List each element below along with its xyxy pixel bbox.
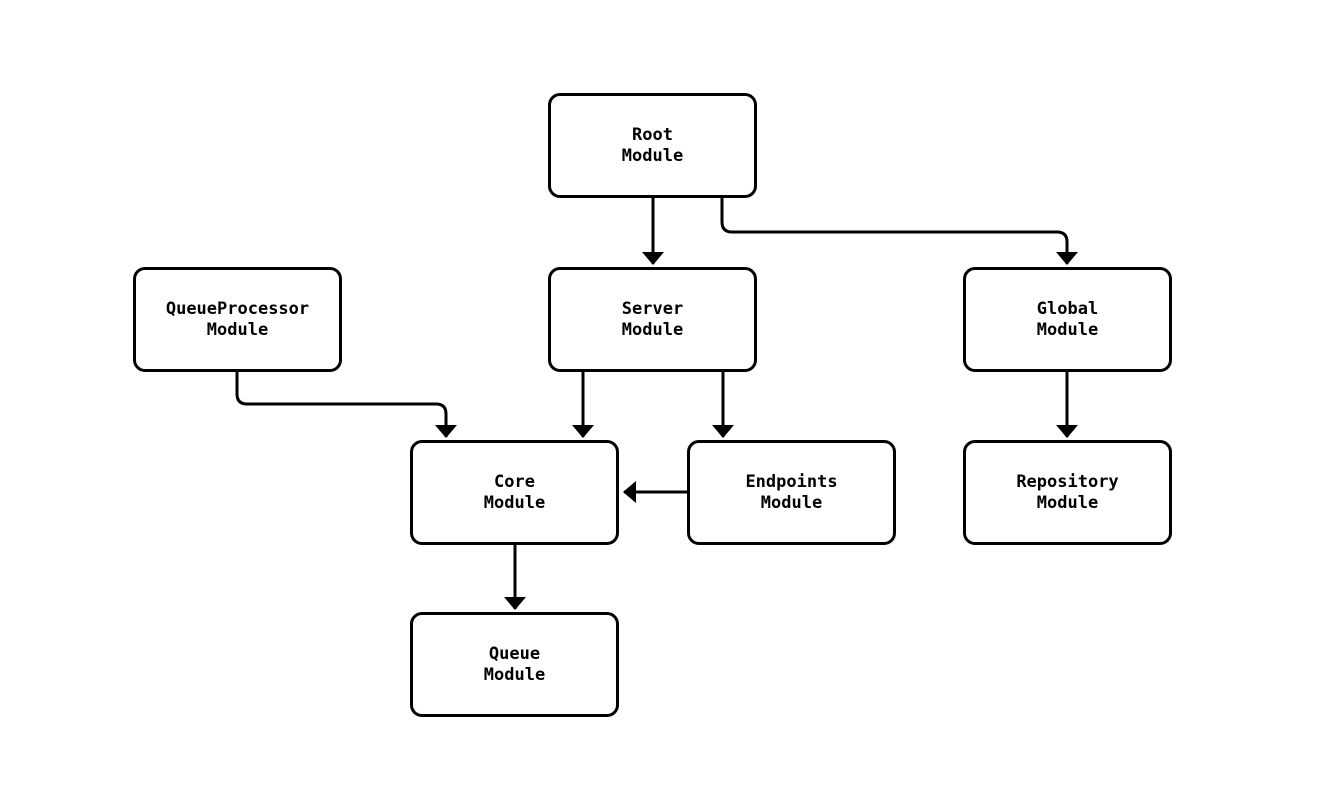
node-label-line2: Module (1036, 319, 1099, 340)
node-label-line1: Queue (488, 643, 541, 664)
node-server-module: Server Module (548, 267, 757, 372)
node-label-line1: Core (494, 471, 535, 492)
node-label-line2: Module (760, 492, 823, 513)
node-queue-module: Queue Module (410, 612, 619, 717)
edge-root-to-global (720, 197, 1078, 265)
node-endpoints-module: Endpoints Module (687, 440, 896, 545)
node-queueprocessor-module: QueueProcessor Module (133, 267, 342, 372)
node-global-module: Global Module (963, 267, 1172, 372)
node-root-module: Root Module (548, 93, 757, 198)
node-label-line1: Repository (1016, 471, 1119, 492)
node-label-line1: Root (632, 124, 673, 145)
node-label-line2: Module (621, 319, 684, 340)
node-repository-module: Repository Module (963, 440, 1172, 545)
node-label-line1: Server (621, 298, 684, 319)
node-label-line1: QueueProcessor (165, 298, 310, 319)
node-label-line2: Module (1036, 492, 1099, 513)
node-label-line1: Global (1036, 298, 1099, 319)
node-label-line2: Module (483, 492, 546, 513)
node-label-line1: Endpoints (745, 471, 838, 492)
node-label-line2: Module (206, 319, 269, 340)
node-label-line2: Module (483, 664, 546, 685)
node-core-module: Core Module (410, 440, 619, 545)
edge-queueprocessor-to-core (235, 372, 457, 438)
node-label-line2: Module (621, 145, 684, 166)
